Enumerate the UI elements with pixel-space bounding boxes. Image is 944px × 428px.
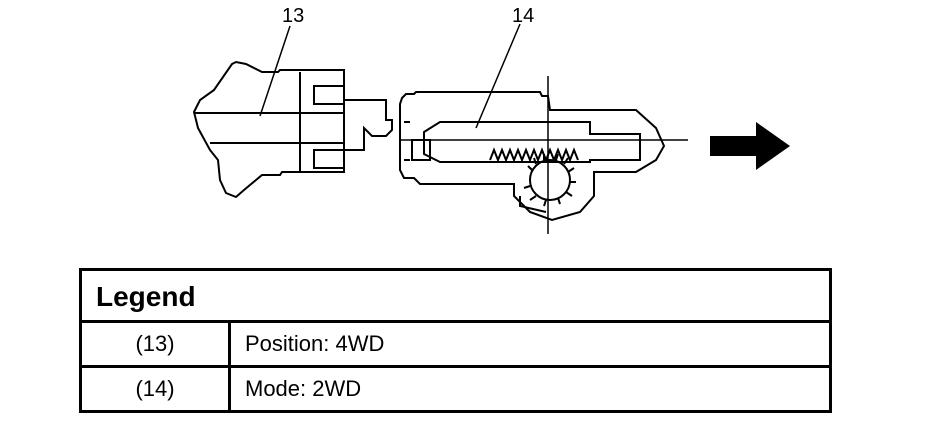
direction-arrow-icon: [710, 122, 790, 170]
shift-housing-13: [192, 60, 393, 199]
callout-leader-14: [475, 23, 521, 129]
actuator-body-14: [399, 91, 666, 222]
callout-label-14: 14: [512, 5, 534, 27]
legend-title: Legend: [82, 271, 829, 323]
callout-label-13: 13: [282, 5, 304, 27]
callout-leader-13: [259, 25, 291, 117]
legend-row: (14) Mode: 2WD: [82, 365, 829, 410]
actuator-diagram: 13 14: [192, 5, 790, 234]
legend-row: (13) Position: 4WD: [82, 323, 829, 365]
legend-table: Legend (13) Position: 4WD (14) Mode: 2WD: [79, 268, 832, 413]
legend-ref: (13): [82, 323, 231, 365]
legend-desc: Position: 4WD: [245, 331, 385, 356]
legend-desc: Mode: 2WD: [245, 376, 362, 401]
legend-ref: (14): [82, 368, 231, 410]
